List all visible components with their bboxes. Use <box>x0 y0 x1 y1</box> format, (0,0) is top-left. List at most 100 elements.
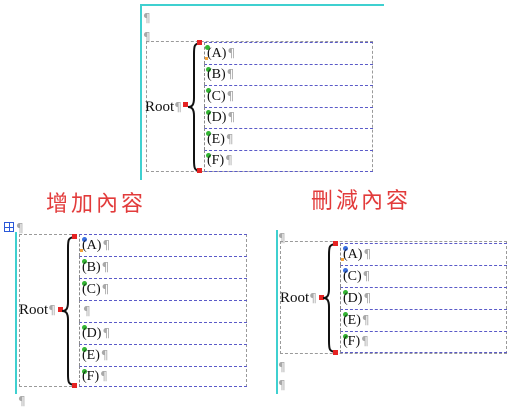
anchor-dot-icon <box>343 312 348 317</box>
anchor-mark-icon <box>80 249 83 252</box>
pilcrow-mark-icon: ¶ <box>100 368 108 383</box>
item-label: (D) <box>343 290 363 306</box>
item-label: (F) <box>343 334 361 349</box>
table-move-handle-icon[interactable] <box>4 222 14 232</box>
pilcrow-mark-icon: ¶ <box>16 221 24 235</box>
list-item[interactable]: (E)¶ <box>204 128 373 150</box>
list-item[interactable]: (E)¶ <box>79 344 247 366</box>
item-label: (C) <box>82 281 101 297</box>
list-item[interactable]: (C)¶ <box>204 85 373 107</box>
curly-brace-icon <box>61 236 77 386</box>
pilcrow-mark-icon: ¶ <box>174 100 182 114</box>
anchor-dot-icon <box>82 237 87 242</box>
item-label: (B) <box>207 67 226 82</box>
pilcrow-mark-icon: ¶ <box>278 231 286 245</box>
selection-handle[interactable] <box>333 350 338 355</box>
pilcrow-mark-icon: ¶ <box>143 11 151 25</box>
page-edge-left <box>276 230 278 394</box>
anchor-dot-icon <box>206 110 211 115</box>
caption-remove-content: 刪減內容 <box>311 189 412 214</box>
list-item[interactable]: (A)¶ <box>79 234 247 256</box>
item-label: (A) <box>207 45 227 61</box>
pilcrow-mark-icon: ¶ <box>278 360 286 374</box>
item-label: (A) <box>343 246 363 262</box>
list-item[interactable]: (E)¶ <box>340 309 507 331</box>
list-item[interactable]: (F)¶ <box>79 366 247 387</box>
selection-handle[interactable] <box>183 102 188 107</box>
pilcrow-mark-icon: ¶ <box>361 312 370 327</box>
item-label: (C) <box>343 268 362 284</box>
anchor-dot-icon <box>82 259 87 264</box>
pilcrow-mark-icon: ¶ <box>226 67 235 81</box>
anchor-dot-icon <box>343 246 348 251</box>
list-item[interactable]: (B)¶ <box>204 64 373 85</box>
pilcrow-mark-icon: ¶ <box>361 334 369 348</box>
root-text: Root <box>145 99 175 115</box>
anchor-dot-icon <box>82 325 87 330</box>
list-item[interactable]: (C)¶ <box>340 265 507 287</box>
item-label: (E) <box>82 347 100 363</box>
pilcrow-mark-icon: ¶ <box>309 291 317 305</box>
pilcrow-mark-icon: ¶ <box>227 110 236 124</box>
anchor-dot-icon <box>82 369 87 374</box>
pilcrow-mark-icon: ¶ <box>362 268 371 283</box>
pilcrow-mark-icon: ¶ <box>18 394 26 408</box>
selection-handle[interactable] <box>72 383 77 388</box>
selection-handle[interactable] <box>333 241 338 246</box>
pilcrow-mark-icon: ¶ <box>143 30 151 44</box>
selection-handle[interactable] <box>197 168 202 173</box>
list-item[interactable]: (F)¶ <box>340 331 507 353</box>
selection-handle[interactable] <box>197 40 202 45</box>
pilcrow-mark-icon: ¶ <box>48 303 56 317</box>
anchor-dot-icon <box>82 347 87 352</box>
pilcrow-mark-icon: ¶ <box>226 88 235 103</box>
pilcrow-mark-icon: ¶ <box>102 237 111 252</box>
list-item[interactable]: (D)¶ <box>79 322 247 344</box>
pilcrow-mark-icon: ¶ <box>278 378 286 392</box>
anchor-dot-icon <box>206 153 211 158</box>
pilcrow-mark-icon: ¶ <box>363 246 372 261</box>
item-label: (D) <box>207 110 227 125</box>
pilcrow-mark-icon: ¶ <box>225 131 234 146</box>
selection-handle[interactable] <box>319 295 324 300</box>
list-item-empty[interactable]: ¶ <box>79 300 247 322</box>
root-label[interactable]: Root¶ <box>280 290 317 307</box>
list-item[interactable]: (F)¶ <box>204 150 373 172</box>
list-item[interactable]: (B)¶ <box>79 256 247 278</box>
page-edge-left <box>140 4 142 180</box>
caption-add-content: 增加內容 <box>46 192 147 217</box>
item-label: (D) <box>82 325 102 341</box>
pilcrow-mark-icon: ¶ <box>101 281 110 296</box>
selection-handle[interactable] <box>58 307 63 312</box>
pilcrow-mark-icon: ¶ <box>83 303 91 318</box>
selection-handle[interactable] <box>72 234 77 239</box>
pilcrow-mark-icon: ¶ <box>102 325 111 340</box>
page-edge-left <box>15 232 17 394</box>
list-item[interactable]: (C)¶ <box>79 278 247 300</box>
item-label: (F) <box>207 153 225 168</box>
item-label: (E) <box>207 131 225 147</box>
page-edge-top <box>140 4 384 6</box>
root-text: Root <box>19 302 49 318</box>
root-label[interactable]: Root¶ <box>19 302 56 319</box>
list-item[interactable]: (D)¶ <box>204 107 373 128</box>
item-label: (B) <box>82 259 101 275</box>
anchor-dot-icon <box>206 88 211 93</box>
pilcrow-mark-icon: ¶ <box>100 347 109 362</box>
list-item[interactable]: (A)¶ <box>204 42 373 64</box>
anchor-dot-icon <box>82 281 87 286</box>
pilcrow-mark-icon: ¶ <box>225 153 233 167</box>
anchor-mark-icon <box>341 258 344 261</box>
item-label: (F) <box>82 368 100 384</box>
item-label: (E) <box>343 312 361 328</box>
list-item[interactable]: (D)¶ <box>340 287 507 309</box>
root-label[interactable]: Root¶ <box>145 99 182 116</box>
pilcrow-mark-icon: ¶ <box>363 290 372 305</box>
anchor-dot-icon <box>343 290 348 295</box>
item-label: (C) <box>207 88 226 104</box>
anchor-dot-icon <box>205 45 210 50</box>
table-frame[interactable] <box>280 241 507 354</box>
anchor-mark-icon <box>205 57 208 60</box>
list-item[interactable]: (A)¶ <box>340 243 507 265</box>
anchor-dot-icon <box>343 268 348 273</box>
